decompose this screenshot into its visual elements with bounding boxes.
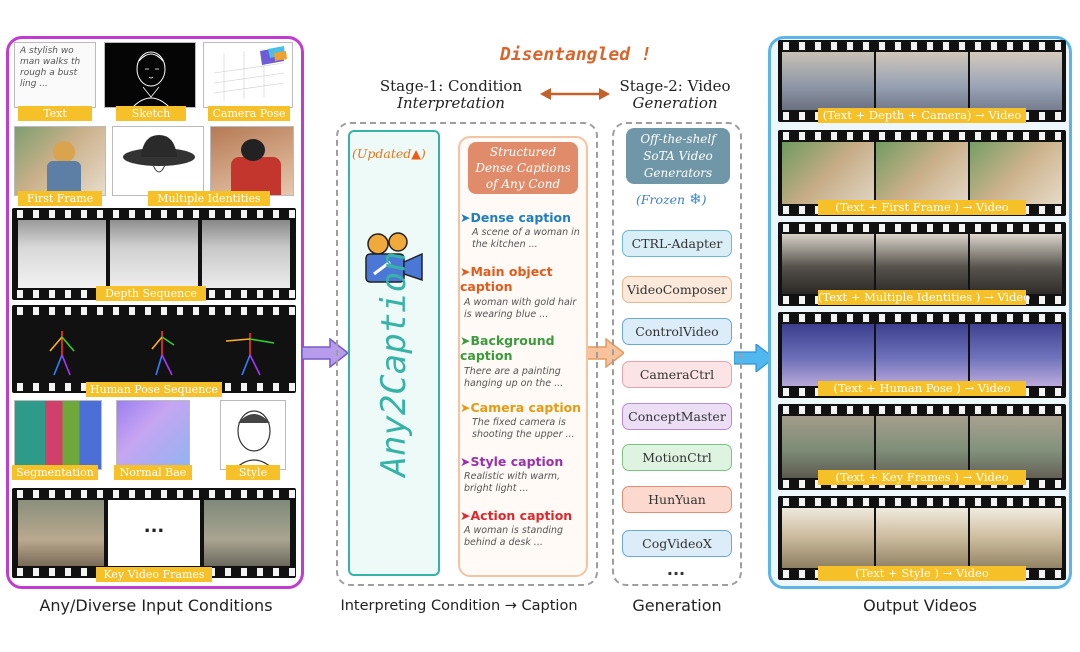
caption-style-title: ➤Style caption [460,454,564,469]
bottom-label-generation: Generation [632,596,722,615]
stage2-title-line2: Generation [632,94,718,112]
input-tag-normal-bae: Normal Bae [114,465,192,480]
any2caption-label: Any2Caption [374,251,414,477]
caption-camera-title: ➤Camera caption [460,400,582,415]
output-tag-human-pose: (Text + Human Pose ) → Video [818,381,1026,396]
updated-text: (Updated [352,146,412,161]
caption-main-object-body: A woman with gold hair is wearing blue .… [464,297,577,320]
caption-style: ➤Style caption Realistic with warm, brig… [460,454,586,495]
stage1-box [336,122,598,586]
caption-background-title: ➤Background caption [460,333,555,363]
bottom-label-inputs: Any/Diverse Input Conditions [39,596,273,615]
stage2-title-line1: Stage-2: Video [619,77,731,95]
input-tag-depth-sequence: Depth Sequence [96,286,206,301]
caption-action-title: ➤Action caption [460,508,573,523]
input-tag-key-video-frames: Key Video Frames [96,567,212,582]
model-ctrl-adapter: CTRL-Adapter [622,230,732,257]
camera-pose-icon [213,46,287,101]
caption-camera: ➤Camera caption The fixed camera is shoo… [460,400,586,441]
input-tag-text: Text [18,106,92,121]
structured-captions-header: Structured Dense Captions of Any Cond [468,142,578,194]
multiple-identities-thumb [112,126,204,196]
model-cameractrl: CameraCtrl [622,361,732,388]
depth-sequence-strip [12,208,296,300]
structured-captions-box [458,136,588,577]
caption-action: ➤Action caption A woman is standing behi… [460,508,586,549]
bottom-label-interpreting: Interpreting Condition → Caption [340,598,578,614]
input-tag-camera-pose: Camera Pose [208,106,290,121]
double-arrow-icon [540,88,610,100]
frozen-text: (Frozen [636,192,686,207]
output-tag-style: (Text + Style ) → Video [818,566,1026,581]
model-cogvideox: CogVideoX [622,530,732,557]
caption-dense-body: A scene of a woman in the kitchen ... [472,227,580,250]
stage1-title: Stage-1: Condition Interpretation [366,78,536,112]
caption-main-object-title: ➤Main object caption [460,264,553,294]
output-tag-first-frame: (Text + First Frame ) → Video [818,200,1026,215]
portrait-sketch-icon [234,410,274,469]
generators-header: Off-the-shelf SoTA Video Generators [626,128,730,184]
blue-arrow-icon [734,344,774,372]
caption-dense-title: ➤Dense caption [460,210,572,225]
caption-background-body: There are a painting hanging up on the .… [464,366,564,389]
output-tag-depth-camera: (Text + Depth + Camera) → Video [818,108,1026,123]
text-input-sample: A stylish wo man walks th rough a bust l… [20,46,81,89]
stage2-box [612,122,742,586]
style-thumb [220,400,286,470]
segmentation-thumb [14,400,102,470]
model-motionctrl: MotionCtrl [622,444,732,471]
model-hunyuan: HunYuan [622,486,732,513]
stage1-title-line2: Interpretation [397,94,505,112]
disentangled-label: Disentangled ! [500,44,652,65]
models-ellipsis: ... [666,560,686,579]
first-frame-thumb [14,126,106,196]
model-videocomposer: VideoComposer [622,276,732,303]
any2caption-model [348,130,440,576]
input-tag-first-frame: First Frame [18,191,102,206]
output-tag-key-frames: (Text + Key Frames ) → Video [818,470,1026,485]
stage2-title: Stage-2: Video Generation [610,78,740,112]
caption-main-object: ➤Main object caption A woman with gold h… [460,264,586,321]
model-controlvideo: ControlVideo [622,318,732,345]
input-tag-segmentation: Segmentation [12,465,98,480]
pose-skeleton-icon [49,331,275,376]
updated-label: (Updated▲) [352,146,426,161]
frozen-label: (Frozen ❄) [636,190,707,208]
input-tag-multiple-identities: Multiple Identities [148,191,270,206]
bottom-label-outputs: Output Videos [863,596,977,615]
sketch-icon [132,51,170,107]
human-pose-strip [12,305,296,393]
normal-bae-thumb [116,400,190,470]
hat-icon [123,135,195,173]
key-video-frames-strip [12,488,296,578]
identity-person-thumb [210,126,294,196]
camera-pose-thumb [203,42,293,108]
input-tag-human-pose-sequence: Human Pose Sequence [86,382,222,397]
input-tag-sketch: Sketch [116,106,186,121]
caption-dense: ➤Dense caption A scene of a woman in the… [460,210,586,251]
camera-icon [365,232,423,283]
key-frames-ellipsis: ... [143,516,165,537]
fire-icon: ▲ [411,146,421,161]
frozen-close: ) [701,192,707,207]
model-conceptmaster: ConceptMaster [622,403,732,430]
caption-camera-body: The fixed camera is shooting the upper .… [472,417,575,440]
caption-background: ➤Background caption There are a painting… [460,333,586,390]
input-tag-style: Style [226,465,280,480]
caption-style-body: Realistic with warm, bright light ... [464,471,561,494]
caption-action-body: A woman is standing behind a desk ... [464,525,564,548]
snowflake-icon: ❄ [689,190,702,208]
text-input-thumb: A stylish wo man walks th rough a bust l… [14,42,96,108]
stage1-title-line1: Stage-1: Condition [379,77,523,95]
sketch-thumb [104,42,196,108]
output-tag-multiple-identities: (Text + Multiple Identities ) → Video [818,290,1031,305]
updated-close: ) [420,146,426,161]
